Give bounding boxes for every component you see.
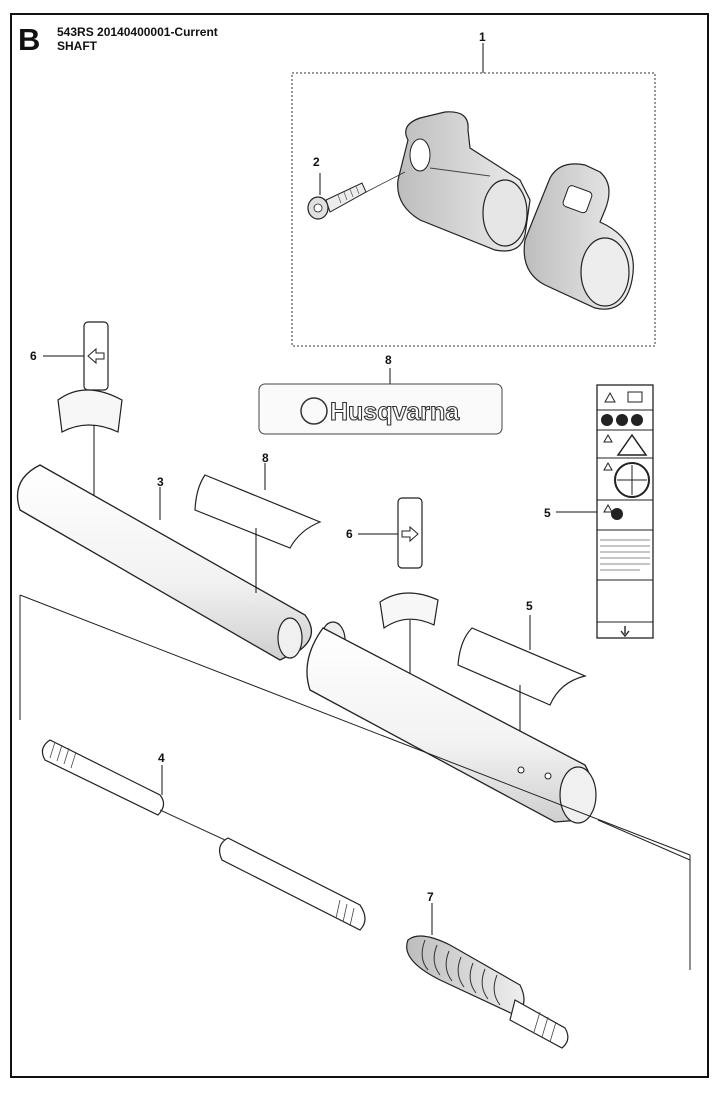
section-letter: B	[18, 22, 41, 57]
boots-icon	[631, 414, 643, 426]
callout-2: 2	[313, 155, 320, 169]
curved-decal-middle[interactable]	[379, 592, 439, 680]
clamp-rear-half[interactable]	[523, 163, 634, 310]
shaft-tube-upper[interactable]	[16, 464, 312, 661]
warning-triangle-icon	[603, 503, 613, 513]
model-range: 543RS 20140400001-Current	[57, 25, 218, 39]
distance-warning-icon	[616, 433, 648, 456]
warning-triangle-icon	[604, 391, 616, 403]
callout-8b: 8	[262, 451, 269, 465]
arrow-decal-left[interactable]	[43, 321, 109, 391]
kit-dashed-box	[291, 72, 656, 347]
manual-book-icon	[627, 391, 643, 403]
callout-6b: 6	[346, 527, 353, 541]
callout-5b: 5	[526, 599, 533, 613]
gloves-icon	[616, 414, 628, 426]
callout-1: 1	[479, 30, 486, 44]
warning-label[interactable]	[556, 384, 654, 639]
warning-triangle-icon	[603, 433, 613, 443]
page-border	[10, 13, 709, 1078]
callout-4: 4	[158, 751, 165, 765]
drive-shaft[interactable]	[41, 739, 366, 931]
warning-triangle-icon	[603, 461, 613, 471]
callout-8a: 8	[385, 353, 392, 367]
husqvarna-crown-icon	[300, 397, 328, 425]
curved-decal-left[interactable]	[57, 389, 123, 498]
assembly-outline	[19, 594, 691, 970]
callout-6a: 6	[30, 349, 37, 363]
page-title: SHAFT	[57, 39, 97, 53]
operator-icon	[611, 508, 623, 520]
clamp-kit-group[interactable]	[291, 43, 656, 347]
callout-5a: 5	[544, 506, 551, 520]
screw-part[interactable]	[307, 171, 406, 220]
curved-decal-8[interactable]	[194, 463, 322, 593]
callout-7: 7	[427, 890, 434, 904]
bellows-coupling[interactable]	[406, 903, 569, 1049]
helmet-icon	[601, 414, 613, 426]
clamp-front-half[interactable]	[397, 111, 531, 252]
shaft-tube-lower[interactable]	[306, 621, 597, 824]
logo-wordmark: Husqvarna	[330, 398, 460, 426]
callout-3: 3	[157, 475, 164, 489]
arrow-down-icon	[620, 626, 630, 638]
arrow-decal-right[interactable]	[358, 497, 423, 569]
logo-decal[interactable]: Husqvarna	[258, 368, 503, 435]
